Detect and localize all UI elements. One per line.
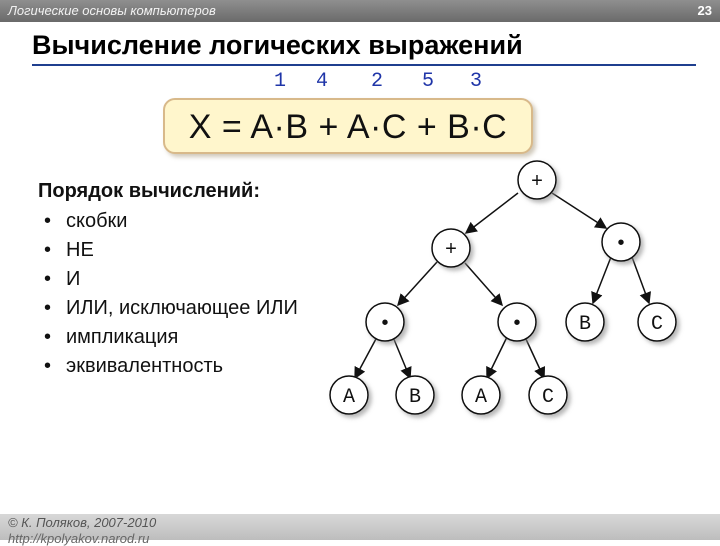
footer-bar: © К. Поляков, 2007-2010 http://kpolyakov…: [0, 514, 720, 546]
list-item: •эквивалентность: [44, 355, 224, 377]
list-item: •И: [44, 268, 81, 290]
order-number-4: 5: [422, 70, 435, 93]
formula-box: X = A·B + A·C + B·C: [163, 98, 533, 154]
and-node-right: [601, 222, 641, 262]
leaf-b1-label: B: [409, 386, 421, 409]
slide-title: Вычисление логических выражений: [32, 30, 523, 60]
formula: X = A·B + A·C + B·C: [188, 108, 508, 146]
list-item: •скобки: [44, 210, 128, 232]
and-node-left: [365, 302, 405, 342]
copyright: © К. Поляков, 2007-2010: [8, 515, 157, 530]
operations-list: •скобки •НЕ •И •ИЛИ, исключающее ИЛИ •им…: [44, 207, 298, 381]
and-right-label: •: [615, 233, 627, 256]
plus-node: [431, 228, 471, 268]
leaf-node: [565, 302, 605, 342]
root-node: [517, 160, 557, 200]
page-number: 23: [697, 3, 712, 18]
leaf-b2-label: B: [579, 313, 591, 336]
list-item: •НЕ: [44, 239, 94, 261]
leaf-a1-label: A: [343, 386, 355, 409]
and-mid-label: •: [511, 313, 523, 336]
list-item: •импликация: [44, 326, 179, 348]
leaf-node: [395, 375, 435, 415]
title-underline: [32, 64, 696, 66]
plus-label: +: [445, 239, 457, 262]
header-bar: Логические основы компьютеров 23: [0, 0, 720, 22]
tree-edges: [354, 192, 651, 380]
leaf-node: [461, 375, 501, 415]
course-title: Логические основы компьютеров: [8, 3, 216, 18]
root-label: +: [531, 171, 543, 194]
leaf-c2-label: C: [651, 313, 663, 336]
list-item: •ИЛИ, исключающее ИЛИ: [44, 297, 298, 319]
order-number-3: 2: [371, 70, 384, 93]
leaf-node: [637, 302, 677, 342]
and-node-mid: [497, 302, 537, 342]
order-number-2: 4: [316, 70, 329, 93]
order-number-5: 3: [470, 70, 483, 93]
footer-url[interactable]: http://kpolyakov.narod.ru: [8, 531, 150, 546]
order-heading: Порядок вычислений:: [38, 180, 260, 202]
leaf-a2-label: A: [475, 386, 487, 409]
leaf-c1-label: C: [542, 386, 554, 409]
leaf-node: [329, 375, 369, 415]
and-left-label: •: [379, 313, 391, 336]
leaf-node: [528, 375, 568, 415]
order-number-1: 1: [274, 70, 287, 93]
